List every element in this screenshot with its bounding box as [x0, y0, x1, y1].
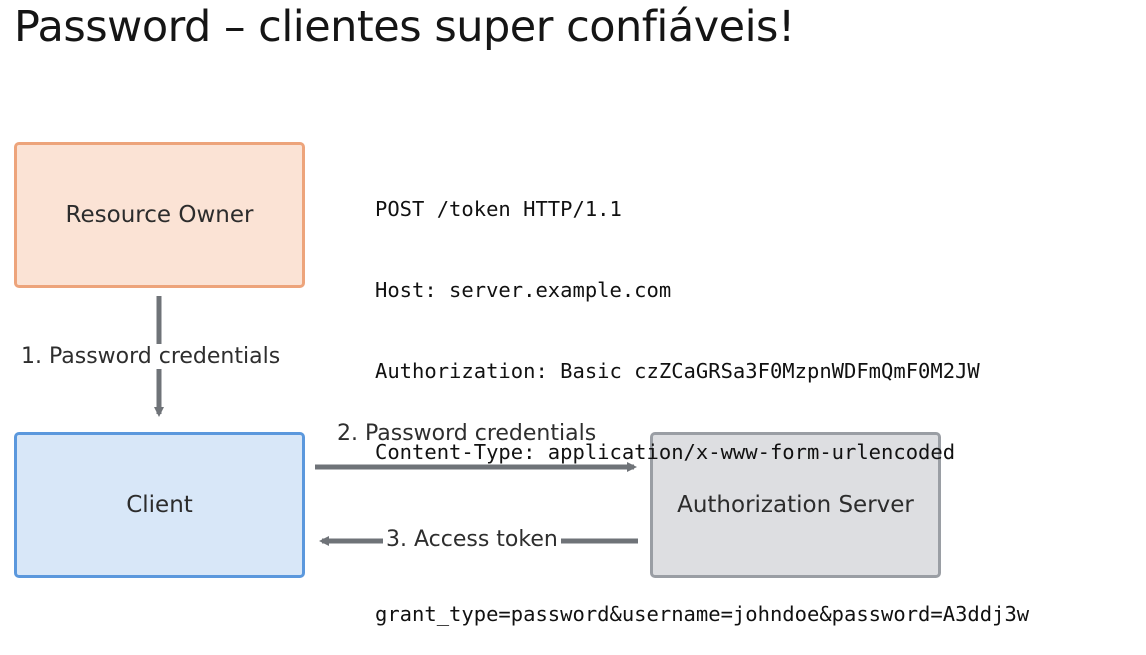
host-header: Host: server.example.com [375, 278, 672, 302]
step2-label: 2. Password credentials [337, 421, 597, 446]
authorization-header: Authorization: Basic czZCaGRSa3F0MzpnWDF… [375, 359, 980, 383]
step1-label: 1. Password credentials [18, 344, 284, 369]
http-request-code: POST /token HTTP/1.1 Host: server.exampl… [375, 142, 1029, 655]
authorization-server-label: Authorization Server [677, 492, 914, 518]
blank-line [375, 520, 1029, 547]
resource-owner-label: Resource Owner [65, 202, 254, 228]
slide-title: Password – clientes super confiáveis! [14, 2, 795, 52]
authorization-server-box: Authorization Server [650, 432, 941, 578]
request-body: grant_type=password&username=johndoe&pas… [375, 602, 1030, 626]
client-label: Client [126, 492, 193, 518]
request-line: POST /token HTTP/1.1 [375, 197, 622, 221]
resource-owner-box: Resource Owner [14, 142, 305, 288]
client-box: Client [14, 432, 305, 578]
content-type-header: Content-Type: application/x-www-form-url… [375, 440, 956, 464]
step3-label: 3. Access token [383, 527, 561, 552]
